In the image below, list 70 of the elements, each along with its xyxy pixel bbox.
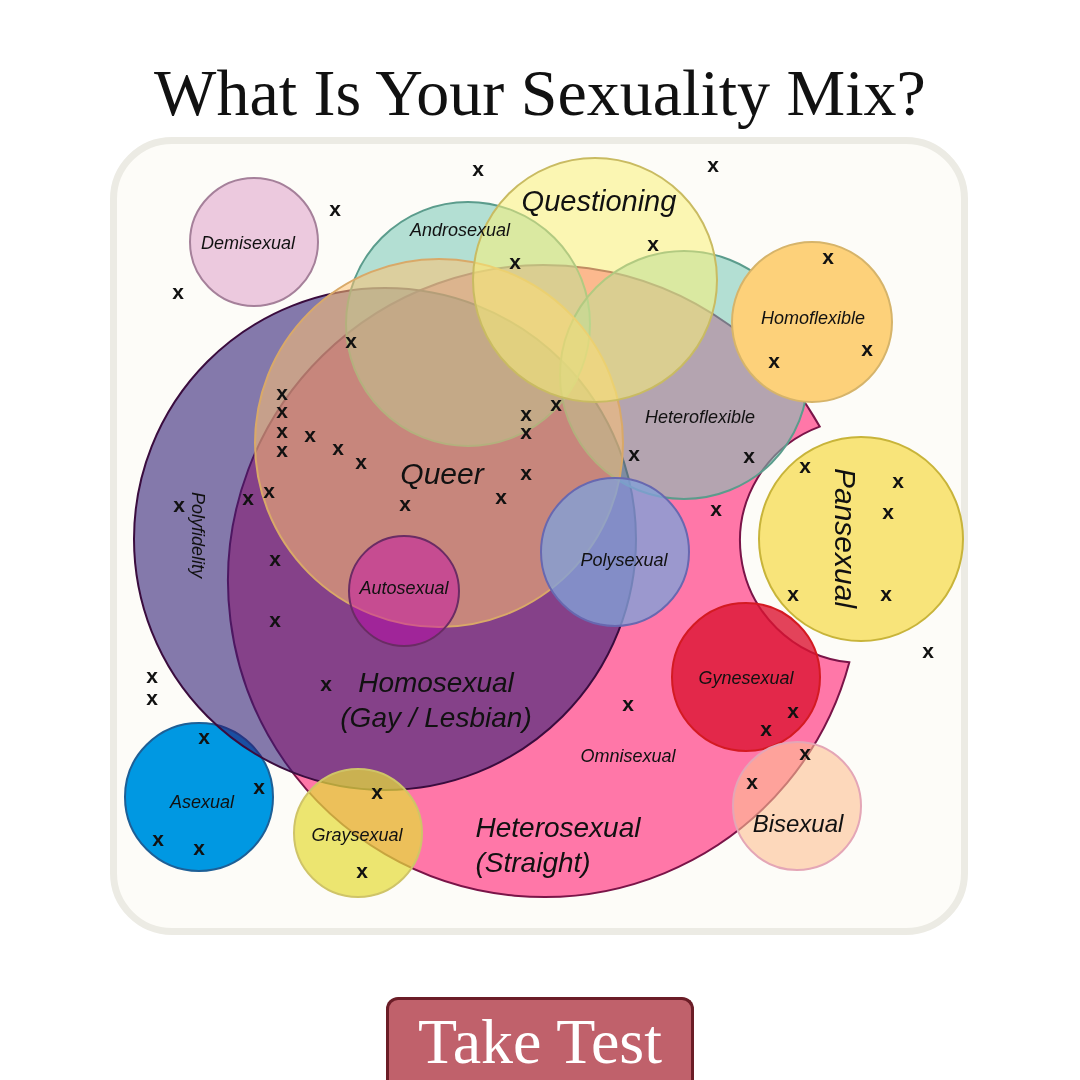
category-label: Queer: [400, 456, 484, 493]
x-mark: x: [193, 840, 205, 856]
x-mark: x: [822, 249, 834, 265]
x-mark: x: [269, 612, 281, 628]
x-mark: x: [263, 483, 275, 499]
x-mark: x: [329, 201, 341, 217]
x-mark: x: [276, 423, 288, 439]
x-mark: x: [622, 696, 634, 712]
x-mark: x: [787, 703, 799, 719]
category-label: Graysexual: [311, 823, 403, 847]
category-label: Autosexual: [359, 576, 449, 600]
x-mark: x: [356, 863, 368, 879]
x-mark: x: [710, 501, 722, 517]
x-mark: x: [760, 721, 772, 737]
x-mark: x: [520, 465, 532, 481]
chart-title: What Is Your Sexuality Mix?: [154, 56, 926, 130]
x-mark: x: [550, 396, 562, 412]
x-mark: x: [345, 333, 357, 349]
x-mark: x: [146, 690, 158, 706]
x-mark: x: [276, 385, 288, 401]
x-mark: x: [509, 254, 521, 270]
x-mark: x: [520, 406, 532, 422]
x-mark: x: [520, 424, 532, 440]
x-mark: x: [799, 745, 811, 761]
category-label: Heteroflexible: [644, 405, 756, 429]
x-mark: x: [472, 161, 484, 177]
x-mark: x: [399, 496, 411, 512]
x-mark: x: [276, 403, 288, 419]
x-mark: x: [922, 643, 934, 659]
category-label: Homoflexible: [761, 306, 865, 330]
category-label: Androsexual: [409, 218, 511, 242]
x-mark: x: [880, 586, 892, 602]
x-mark: x: [787, 586, 799, 602]
x-mark: x: [743, 448, 755, 464]
call-to-action-button: Take Test: [386, 997, 694, 1080]
x-mark: x: [746, 774, 758, 790]
x-mark: x: [799, 458, 811, 474]
x-mark: x: [304, 427, 316, 443]
category-label: Heterosexual (Straight): [475, 811, 642, 880]
x-mark: x: [371, 784, 383, 800]
x-mark: x: [355, 454, 367, 470]
x-mark: x: [172, 284, 184, 300]
x-mark: x: [628, 446, 640, 462]
x-mark: x: [495, 489, 507, 505]
x-mark: x: [242, 490, 254, 506]
category-label: Bisexual: [752, 809, 844, 839]
category-label: Demisexual: [201, 231, 295, 255]
x-mark: x: [173, 497, 185, 513]
category-label: Polysexual: [580, 548, 668, 572]
x-mark: x: [253, 779, 265, 795]
x-mark: x: [198, 729, 210, 745]
x-mark: x: [276, 442, 288, 458]
x-mark: x: [861, 341, 873, 357]
category-label: Homosexual (Gay / Lesbian): [339, 666, 533, 735]
category-label: Questioning: [521, 183, 677, 219]
x-mark: x: [152, 831, 164, 847]
x-mark: x: [707, 157, 719, 173]
x-mark: x: [146, 668, 158, 684]
x-mark: x: [269, 551, 281, 567]
x-mark: x: [647, 236, 659, 252]
x-mark: x: [332, 440, 344, 456]
region-label: Polyfidelity: [186, 492, 208, 578]
x-mark: x: [882, 504, 894, 520]
category-label: Gynesexual: [698, 666, 794, 690]
x-mark: x: [892, 473, 904, 489]
x-mark: x: [320, 676, 332, 692]
region-label: Omnisexual: [580, 746, 676, 768]
x-mark: x: [768, 353, 780, 369]
category-label: Pansexual: [827, 467, 863, 609]
category-label: Asexual: [170, 790, 234, 814]
